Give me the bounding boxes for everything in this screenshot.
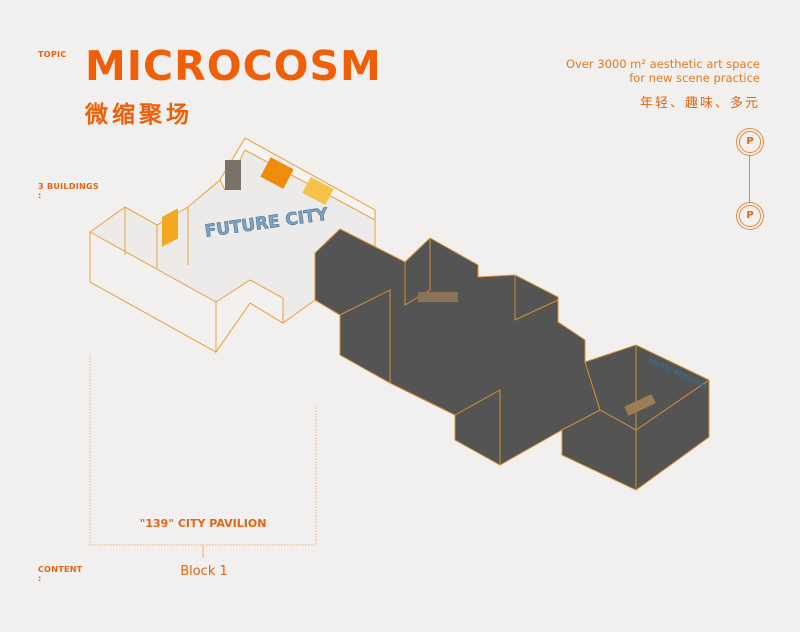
topic-label: TOPIC — [38, 50, 67, 59]
page-subtitle-cn: 微缩聚场 — [85, 102, 193, 128]
content-label: CONTENT — [38, 565, 83, 574]
artwork-1 — [162, 208, 178, 247]
artwork-4 — [302, 176, 334, 206]
content-colon: : — [38, 574, 42, 583]
bar-counter — [418, 292, 458, 302]
artwork-3 — [260, 157, 294, 189]
parking-marker-1[interactable]: P — [739, 131, 761, 153]
page-title: MICROCOSM — [85, 42, 382, 90]
description-line-1: Over 3000 m² aesthetic art space — [565, 57, 760, 71]
parking-marker-2[interactable]: P — [739, 205, 761, 227]
description-line-2: for new scene practice — [629, 71, 760, 85]
block-label: Block 1 — [180, 564, 228, 579]
pavilion-caption: "139" CITY PAVILION — [139, 517, 267, 530]
description-cn: 年轻、趣味、多元 — [639, 96, 760, 111]
light-building — [89, 137, 376, 354]
marker-connector-line — [749, 152, 750, 204]
artwork-2 — [225, 160, 241, 190]
light-building-front-wall-2 — [215, 279, 284, 354]
stage-bench — [624, 394, 656, 416]
buildings-label: 3 BUILDINGS — [38, 182, 99, 191]
buildings-colon: : — [38, 191, 42, 200]
dark-building — [314, 228, 710, 491]
